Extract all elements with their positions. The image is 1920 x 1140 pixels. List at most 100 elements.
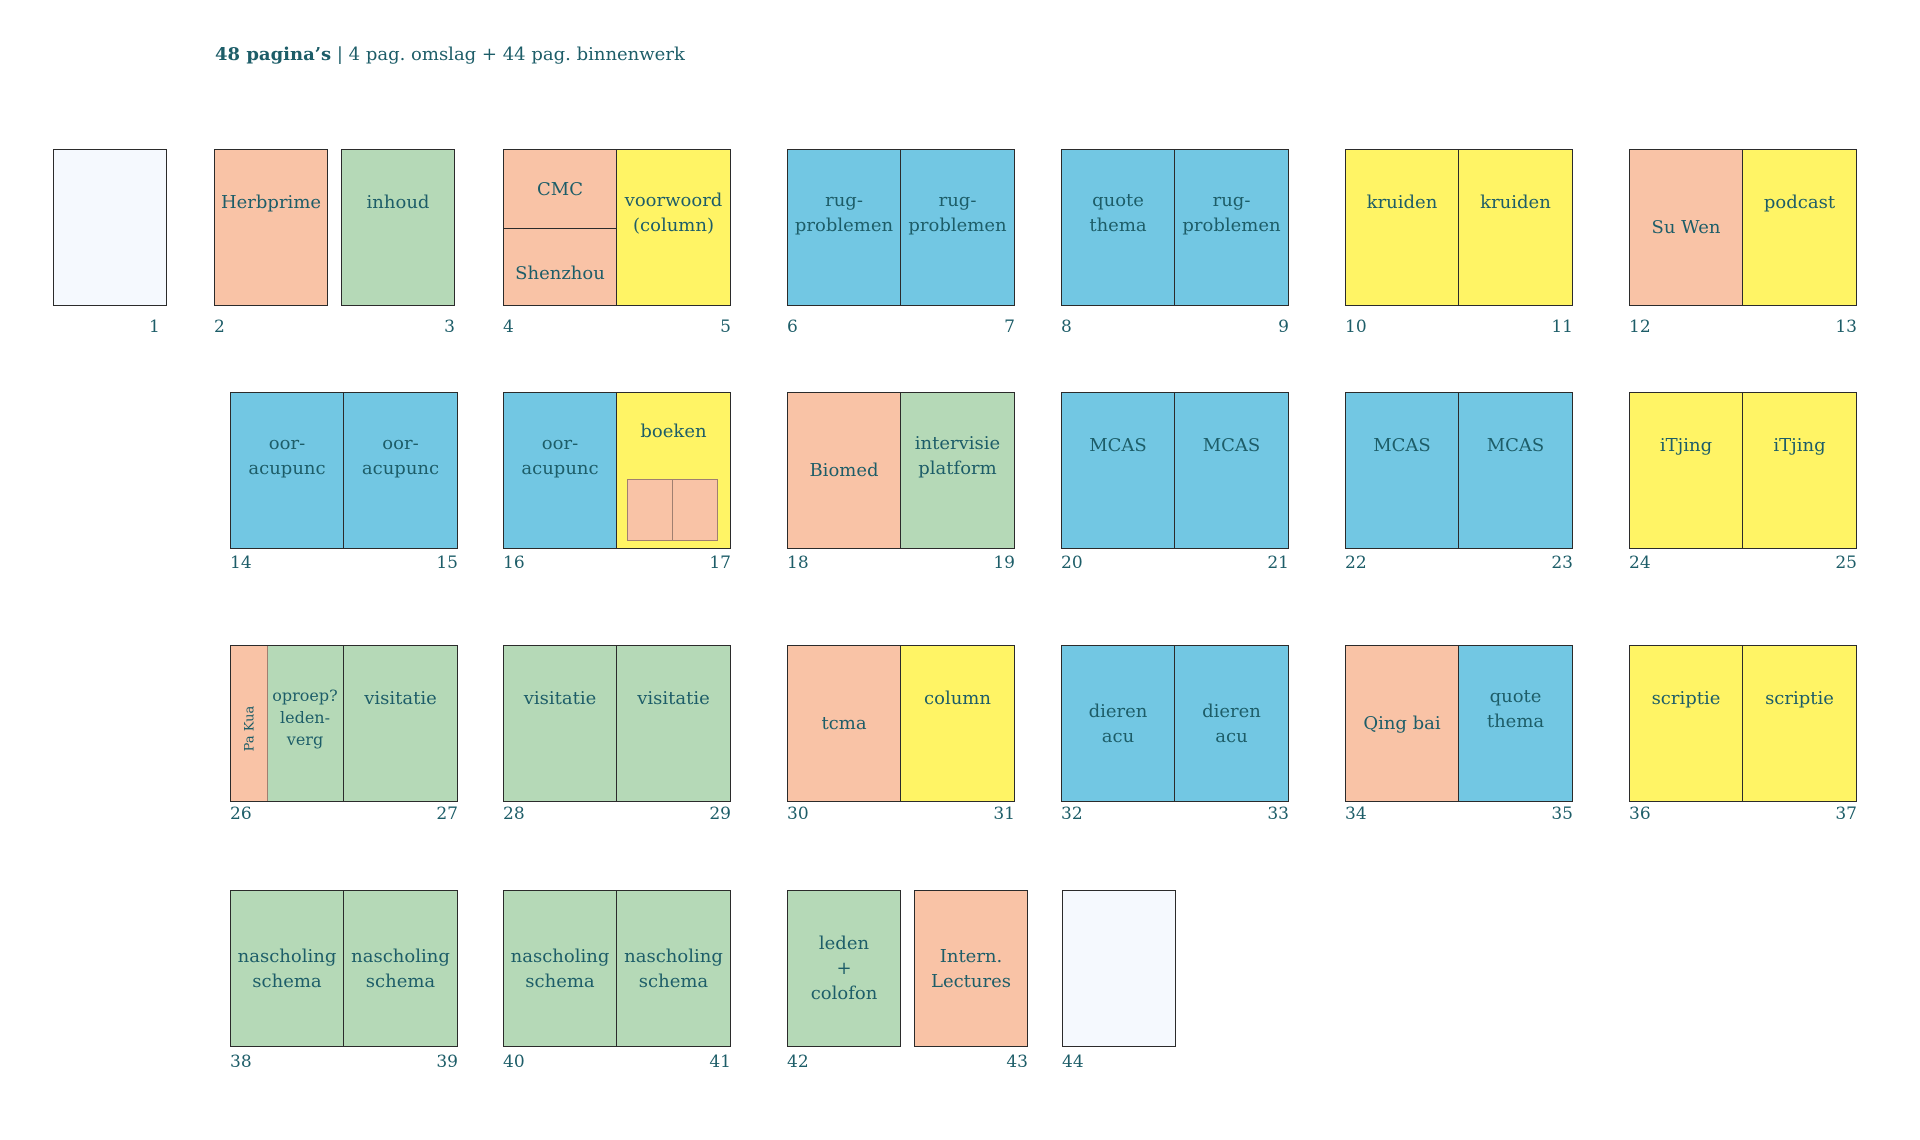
page-label: MCAS (1486, 435, 1545, 456)
page-number-left: 34 (1345, 804, 1367, 824)
page-left: iTjing (1629, 392, 1743, 549)
page-number-right: 43 (1006, 1052, 1028, 1072)
page-label: MCAS (1089, 435, 1147, 456)
page-label: nascholing schema (351, 945, 450, 992)
page-right: inhoud (341, 149, 455, 306)
page-label: Su Wen (1651, 217, 1721, 238)
page-label: oproep? leden- verg (272, 685, 338, 749)
page-right: MCAS (1459, 392, 1573, 549)
page-label: kruiden (1366, 192, 1438, 213)
page-number-left: 4 (503, 317, 514, 337)
page-label: tcma (821, 713, 867, 734)
page-number: 1 (149, 317, 160, 337)
page-label: rug- problemen (908, 190, 1007, 236)
page-right: kruiden (1459, 149, 1573, 306)
page-number-left: 38 (230, 1052, 252, 1072)
page-right: oor- acupunc (344, 392, 458, 549)
page-label: kruiden (1480, 192, 1551, 213)
page-number-right: 35 (1551, 804, 1573, 824)
page-label: oor- acupunc (361, 433, 440, 479)
page-number-left: 16 (503, 553, 525, 573)
page-right: voorwoord (column) (617, 149, 731, 306)
page-label: nascholing schema (237, 945, 337, 992)
page-number-left: 24 (1629, 553, 1651, 573)
page-label: oor- acupunc (248, 433, 326, 479)
page-right: quote thema (1459, 645, 1573, 802)
page-left: Pa Kua oproep? leden- verg (230, 645, 344, 802)
page-label: oor- acupunc (521, 433, 599, 479)
page-right: intervisie platform (901, 392, 1015, 549)
page-label: dieren acu (1088, 700, 1148, 747)
page-bottom-label: Shenzhou (515, 262, 605, 284)
page-number-left: 36 (1629, 804, 1651, 824)
page-number-left: 42 (787, 1052, 809, 1072)
page-number-left: 22 (1345, 553, 1367, 573)
page-label: Intern. Lectures (930, 945, 1011, 992)
page-number-left: 26 (230, 804, 252, 824)
page-label: nascholing schema (624, 945, 723, 992)
page-count-total: 48 pagina’s (215, 44, 332, 65)
page-left: oor- acupunc (503, 392, 617, 549)
page-label: iTjing (1659, 435, 1713, 456)
page-number-right: 11 (1551, 317, 1573, 337)
page-right: podcast (1743, 149, 1857, 306)
page-left: rug- problemen (787, 149, 901, 306)
page-left: Herbprime (214, 149, 328, 306)
page-number-left: 2 (214, 317, 225, 337)
page-number-right: 3 (444, 317, 455, 337)
page-label: Qing bai (1363, 713, 1441, 734)
page-number-right: 33 (1267, 804, 1289, 824)
page-right: Intern. Lectures (914, 890, 1028, 1047)
page-label: quote thema (1486, 686, 1545, 732)
page-left: tcma (787, 645, 901, 802)
page-number-left: 6 (787, 317, 798, 337)
page-right: MCAS (1175, 392, 1289, 549)
page-label: voorwoord (column) (624, 190, 723, 236)
page-left: MCAS (1061, 392, 1175, 549)
page-label: MCAS (1202, 435, 1261, 456)
page-left: oor- acupunc (230, 392, 344, 549)
page-count-header: 48 pagina’s | 4 pag. omslag + 44 pag. bi… (215, 44, 685, 65)
page-left: quote thema (1061, 149, 1175, 306)
pa-kua-label: Pa Kua (242, 705, 257, 751)
page-left: MCAS (1345, 392, 1459, 549)
page-label: inhoud (366, 192, 430, 213)
page-left: scriptie (1629, 645, 1743, 802)
page-number-left: 8 (1061, 317, 1072, 337)
page-blank (1062, 890, 1176, 1047)
page-right: dieren acu (1175, 645, 1289, 802)
page-left: kruiden (1345, 149, 1459, 306)
page-label: visitatie (523, 688, 597, 709)
page-number-right: 15 (436, 553, 458, 573)
page-number-right: 27 (436, 804, 458, 824)
page-number-right: 39 (436, 1052, 458, 1072)
page-right: column (901, 645, 1015, 802)
page-number-left: 18 (787, 553, 809, 573)
page-label: boeken (640, 421, 707, 442)
page-number-right: 29 (709, 804, 731, 824)
page-label: quote thema (1089, 190, 1147, 236)
page-number-left: 30 (787, 804, 809, 824)
page-left: nascholing schema (503, 890, 617, 1047)
page-right: nascholing schema (344, 890, 458, 1047)
page-left: Su Wen (1629, 149, 1743, 306)
page-number-left: 14 (230, 553, 252, 573)
page-label: Biomed (809, 460, 879, 481)
page-right: scriptie (1743, 645, 1857, 802)
page-number-left: 28 (503, 804, 525, 824)
page-number-right: 7 (1004, 317, 1015, 337)
book-thumbnail-left (627, 479, 673, 541)
page-left: Biomed (787, 392, 901, 549)
page-top-label: CMC (504, 150, 616, 229)
page-right: iTjing (1743, 392, 1857, 549)
page-blank (53, 149, 167, 306)
page-right: rug- problemen (901, 149, 1015, 306)
page-left: nascholing schema (230, 890, 344, 1047)
page-right: rug- problemen (1175, 149, 1289, 306)
page-right: boeken (617, 392, 731, 549)
page-number-right: 23 (1551, 553, 1573, 573)
page-number-right: 25 (1835, 553, 1857, 573)
page-number-right: 9 (1278, 317, 1289, 337)
page-label: MCAS (1373, 435, 1431, 456)
page-left: visitatie (503, 645, 617, 802)
